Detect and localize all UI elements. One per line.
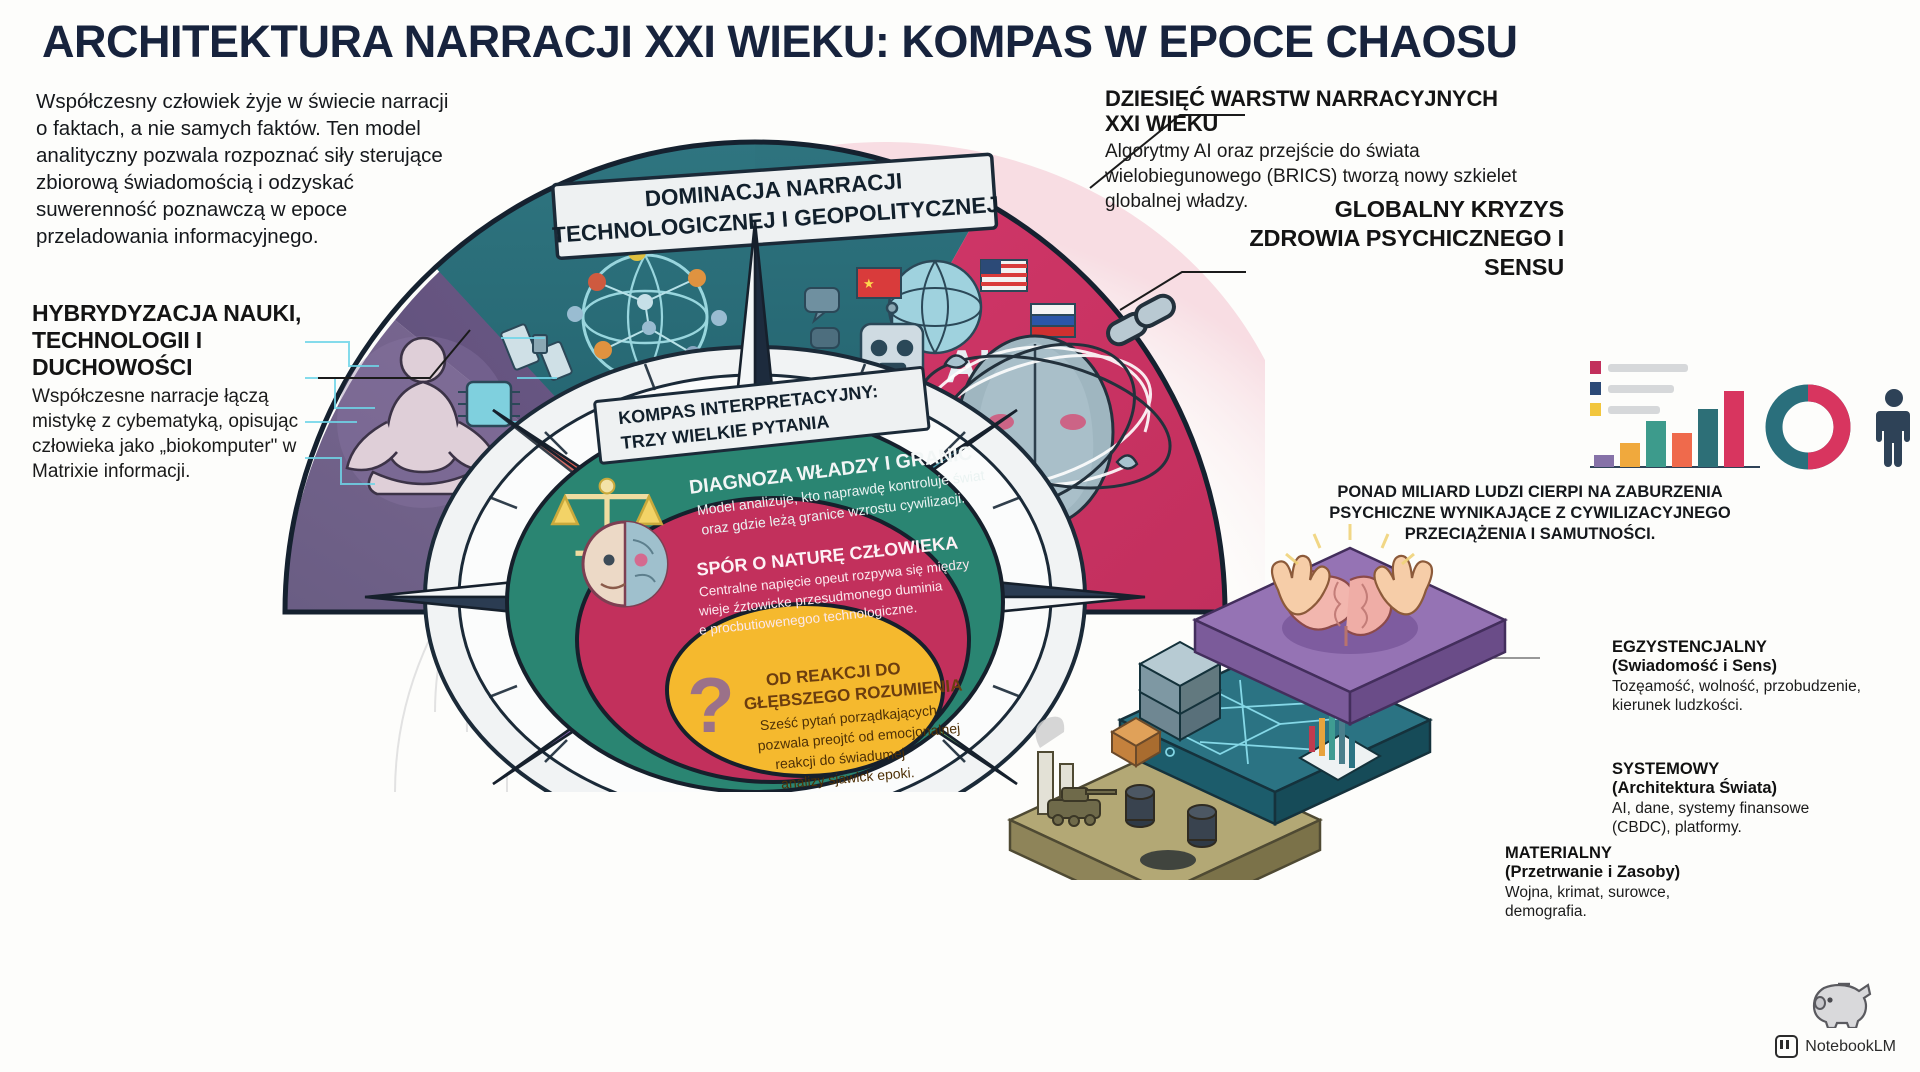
tank-icon [1047, 787, 1117, 827]
mental-health-stat-caption: PONAD MILIARD LUDZI CIERPI NA ZABURZENIA… [1329, 483, 1731, 543]
callout-layers-title: DZIESIĘĆ WARSTW NARRACYJNYCH XXI WIEKU [1105, 86, 1498, 136]
layer-material-desc: Wojna, krimat, surowce, demografia. [1505, 884, 1671, 920]
callout-mental-title: GLOBALNY KRYZYS ZDROWIA PSYCHICZNEGO I S… [1249, 196, 1564, 280]
layer-material-subtitle: (Przetrwanie i Zasoby) [1505, 863, 1681, 881]
flag-china-icon [856, 267, 902, 299]
systemic-layer-icon [1110, 640, 1433, 826]
leader-hybrid [318, 329, 471, 379]
narrative-compass-wheel: ★ [245, 92, 1265, 792]
existential-layer-icon [1192, 524, 1508, 726]
circuit-lines [305, 337, 557, 485]
svg-text:★: ★ [863, 276, 875, 291]
platform-chart-icon [1297, 702, 1383, 782]
ring-reakcja [665, 602, 945, 778]
notebooklm-label: NotebookLM [1805, 1037, 1896, 1055]
callout-layers-body: Algorytmy AI oraz przejście do świata wi… [1105, 141, 1517, 212]
callout-hybrid-title: HYBRYDYZACJA NAUKI, TECHNOLOGII I DUCHOW… [32, 300, 302, 380]
layer-label-material: MATERIALNY (Przetrwanie i Zasoby) Wojna,… [1505, 844, 1755, 921]
broken-link-icon [1106, 293, 1176, 347]
three-layers-isometric [990, 520, 1590, 924]
leader-mental [1119, 271, 1246, 311]
flag-russia-icon [1030, 303, 1076, 338]
person-icon [1876, 389, 1910, 467]
question-mark-icon: ? [687, 661, 735, 749]
satellite-icon [500, 323, 573, 381]
brain-hands-icon [1270, 524, 1434, 646]
piggy-bank-icon [1812, 982, 1872, 1028]
layer-systemic-subtitle: (Architektura Świata) [1612, 779, 1778, 797]
chart-donut [1765, 384, 1851, 470]
server-rack-icon [1137, 640, 1223, 742]
callout-hybridization: HYBRYDYZACJA NAUKI, TECHNOLOGII I DUCHOW… [32, 300, 332, 484]
boxes-icon [1110, 716, 1162, 768]
ring-reakcja-text: OD REAKCJI DO GŁĘBSZEGO ROZUMIENIA Sześć… [743, 659, 963, 792]
intro-paragraph: Współczesny człowiek żyje w świecie narr… [36, 90, 449, 248]
chat-bubble-icon [804, 287, 840, 349]
meaning-rings [505, 410, 1005, 792]
notebooklm-icon [1775, 1035, 1799, 1058]
layer-existential-desc: Tozęamość, wolność, przobudzenie, kierun… [1612, 678, 1861, 714]
layer-existential-subtitle: (Swiadomość i Sens) [1612, 657, 1778, 675]
scales-icon [550, 477, 664, 560]
chart-bars [1590, 391, 1760, 468]
page-title: ARCHITEKTURA NARRACJI XXI WIEKU: KOMPAS … [42, 16, 1518, 67]
layer-systemic-title: SYSTEMOWY [1612, 760, 1720, 778]
callout-hybrid-body: Współczesne narracje łączą mistykę z cyb… [32, 386, 299, 482]
mental-health-chart [1590, 355, 1920, 475]
layer-existential-title: EGZYSTENCJALNY [1612, 638, 1767, 656]
layer-label-existential: EGZYSTENCJALNY (Swiadomość i Sens) Tozęa… [1612, 638, 1862, 715]
layer-label-systemic: SYSTEMOWY (Architektura Świata) AI, dane… [1612, 760, 1862, 837]
chart-legend [1590, 361, 1688, 416]
callout-ten-layers: DZIESIĘĆ WARSTW NARRACYJNYCH XXI WIEKU A… [1105, 86, 1525, 214]
callout-mental-health: GLOBALNY KRYZYS ZDROWIA PSYCHICZNEGO I S… [1248, 195, 1564, 285]
notebooklm-brand: NotebookLM [1775, 1035, 1896, 1058]
leader-layers [1089, 114, 1245, 189]
layer-systemic-desc: AI, dane, systemy finansowe (CBDC), plat… [1612, 800, 1810, 836]
layer-material-title: MATERIALNY [1505, 844, 1612, 862]
human-ai-face-icon [581, 520, 669, 608]
